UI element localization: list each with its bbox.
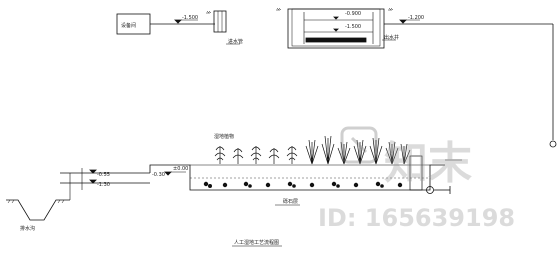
label-gravel: 砾石层	[283, 198, 298, 205]
drawing-title: 人工湿地工艺流程图	[234, 239, 279, 246]
level-marker-top-left	[174, 19, 182, 24]
level-right: -1.200	[408, 15, 424, 21]
label-ditch: 排水沟	[20, 225, 35, 232]
level-left-2: -1.30	[97, 182, 110, 188]
level-tank-mid: -1.500	[345, 24, 361, 30]
upper-system	[116, 7, 557, 148]
level-tank-top: -0.900	[345, 11, 361, 17]
wetland-plants	[214, 135, 411, 165]
filter-media	[305, 37, 367, 43]
level-left-3: -0.30	[152, 172, 165, 178]
gravel-layer	[203, 181, 403, 188]
watermark-logo-text: 知末	[384, 138, 472, 189]
level-left-1: -0.55	[97, 172, 110, 178]
level-top-left: -1.500	[182, 15, 198, 21]
label-tank-right: 出水井	[384, 34, 399, 41]
label-plant-bed: 湿地植物	[214, 133, 234, 140]
equipment-box-label: 设备间	[121, 22, 136, 29]
bush-plants	[214, 146, 298, 164]
watermark-id: ID: 165639198	[318, 204, 515, 232]
level-bed-top: ±0.00	[173, 166, 188, 172]
label-pipe-small: 进水管	[228, 38, 243, 45]
reed-plants	[305, 135, 411, 165]
drainage-ditch	[6, 199, 70, 221]
watermark: 知末 ID: 165639198	[318, 126, 515, 232]
wetland-section	[6, 155, 462, 247]
watermark-logo	[340, 126, 378, 164]
